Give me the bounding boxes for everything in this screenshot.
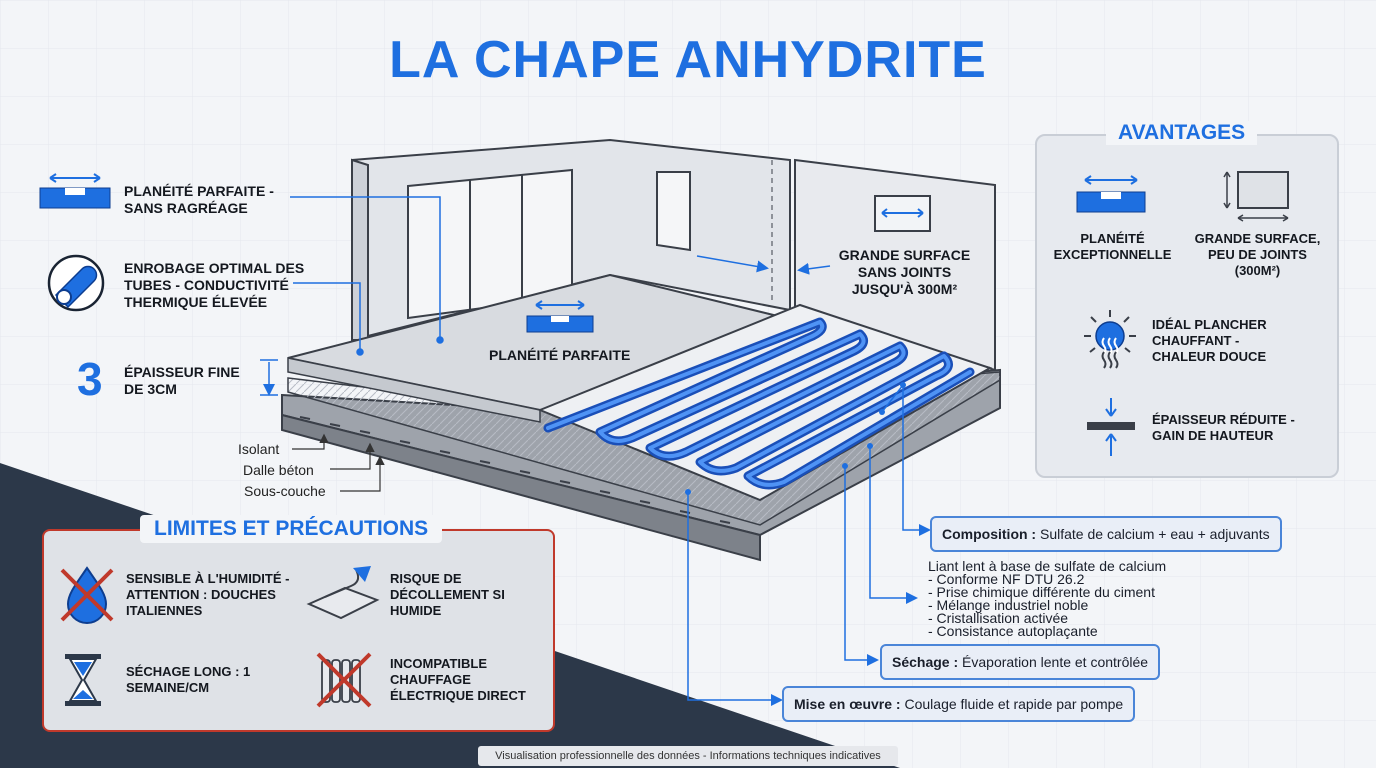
advantages-title: AVANTAGES (1106, 121, 1258, 145)
description-line: - Cristallisation activée (928, 610, 1069, 626)
layer-label-sous-couche: Sous-couche (244, 483, 326, 499)
limit-item-chauffage: INCOMPATIBLE CHAUFFAGE ÉLECTRIQUE DIRECT (390, 656, 526, 703)
mise-label: Mise en œuvre : (794, 696, 901, 712)
heat-icon (1084, 310, 1136, 369)
limits-title: LIMITES ET PRÉCAUTIONS (140, 515, 443, 543)
level-icon (39, 173, 111, 209)
no-water-icon (60, 566, 114, 624)
no-radiator-icon (316, 652, 372, 708)
callout-center-planeite: PLANÉITÉ PARFAITE (489, 347, 631, 363)
description-line: - Mélange industriel noble (928, 597, 1089, 613)
advantage-item-epaisseur: ÉPAISSEUR RÉDUITE - GAIN DE HAUTEUR (1152, 412, 1295, 443)
wall-surface-icon (874, 195, 931, 232)
hourglass-icon (65, 654, 101, 706)
mise-value: Coulage fluide et rapide par pompe (904, 696, 1124, 712)
layer-label-isolant: Isolant (238, 441, 280, 457)
advantage-item-surface: GRANDE SURFACE, PEU DE JOINTS (300m²) (1194, 231, 1321, 278)
limits-panel (42, 529, 555, 732)
info-composition: Composition : Sulfate de calcium + eau +… (930, 516, 1282, 552)
callout-epaisseur: ÉPAISSEUR FINE DE 3CM (124, 364, 240, 397)
limit-item-decollement: RISQUE DE DÉCOLLEMENT SI HUMIDE (390, 571, 505, 618)
callout-enrobage: ENROBAGE OPTIMAL DES TUBES - CONDUCTIVIT… (124, 260, 305, 310)
callout-planeite: PLANÉITÉ PARFAITE - SANS RAGRÉAGE (124, 183, 274, 216)
sechage-label: Séchage : (892, 654, 959, 670)
description-line: Liant lent à base de sulfate de calcium (928, 558, 1167, 574)
callout-grande-surface: GRANDE SURFACE SANS JOINTS JUSQU'À 300M² (838, 247, 971, 297)
limit-item-humidite: SENSIBLE À L'HUMIDITÉ - ATTENTION : DOUC… (126, 571, 290, 618)
composition-description: Liant lent à base de sulfate de calcium … (928, 558, 1218, 639)
composition-value: Sulfate de calcium + eau + adjuvants (1040, 526, 1270, 542)
limit-item-sechage: SÉCHAGE LONG : 1 SEMAINE/CM (126, 664, 251, 695)
thickness-icon (1087, 398, 1135, 456)
center-level-icon (526, 300, 594, 333)
footer-note: Visualisation professionnelle des donnée… (478, 746, 898, 766)
level-icon (1076, 175, 1146, 213)
layer-label-dalle: Dalle béton (243, 462, 314, 478)
page-title: LA CHAPE ANHYDRITE (389, 31, 987, 89)
epaisseur-number: 3 (77, 353, 103, 405)
composition-label: Composition : (942, 526, 1037, 542)
description-line: - Consistance autoplaçante (928, 623, 1098, 639)
surface-icon (1223, 171, 1289, 222)
description-line: - Conforme NF DTU 26.2 (928, 571, 1085, 587)
advantage-item-planeite: PLANÉITÉ EXCEPTIONNELLE (1053, 231, 1172, 262)
sechage-value: Évaporation lente et contrôlée (962, 654, 1149, 670)
peeling-icon (306, 566, 380, 620)
description-line: - Prise chimique différente du ciment (928, 584, 1155, 600)
info-sechage: Séchage : Évaporation lente et contrôlée (880, 644, 1161, 680)
tube-icon (47, 254, 105, 312)
advantage-item-chauffant: IDÉAL PLANCHER CHAUFFANT - CHALEUR DOUCE (1152, 317, 1267, 364)
info-mise-en-oeuvre: Mise en œuvre : Coulage fluide et rapide… (782, 686, 1136, 722)
